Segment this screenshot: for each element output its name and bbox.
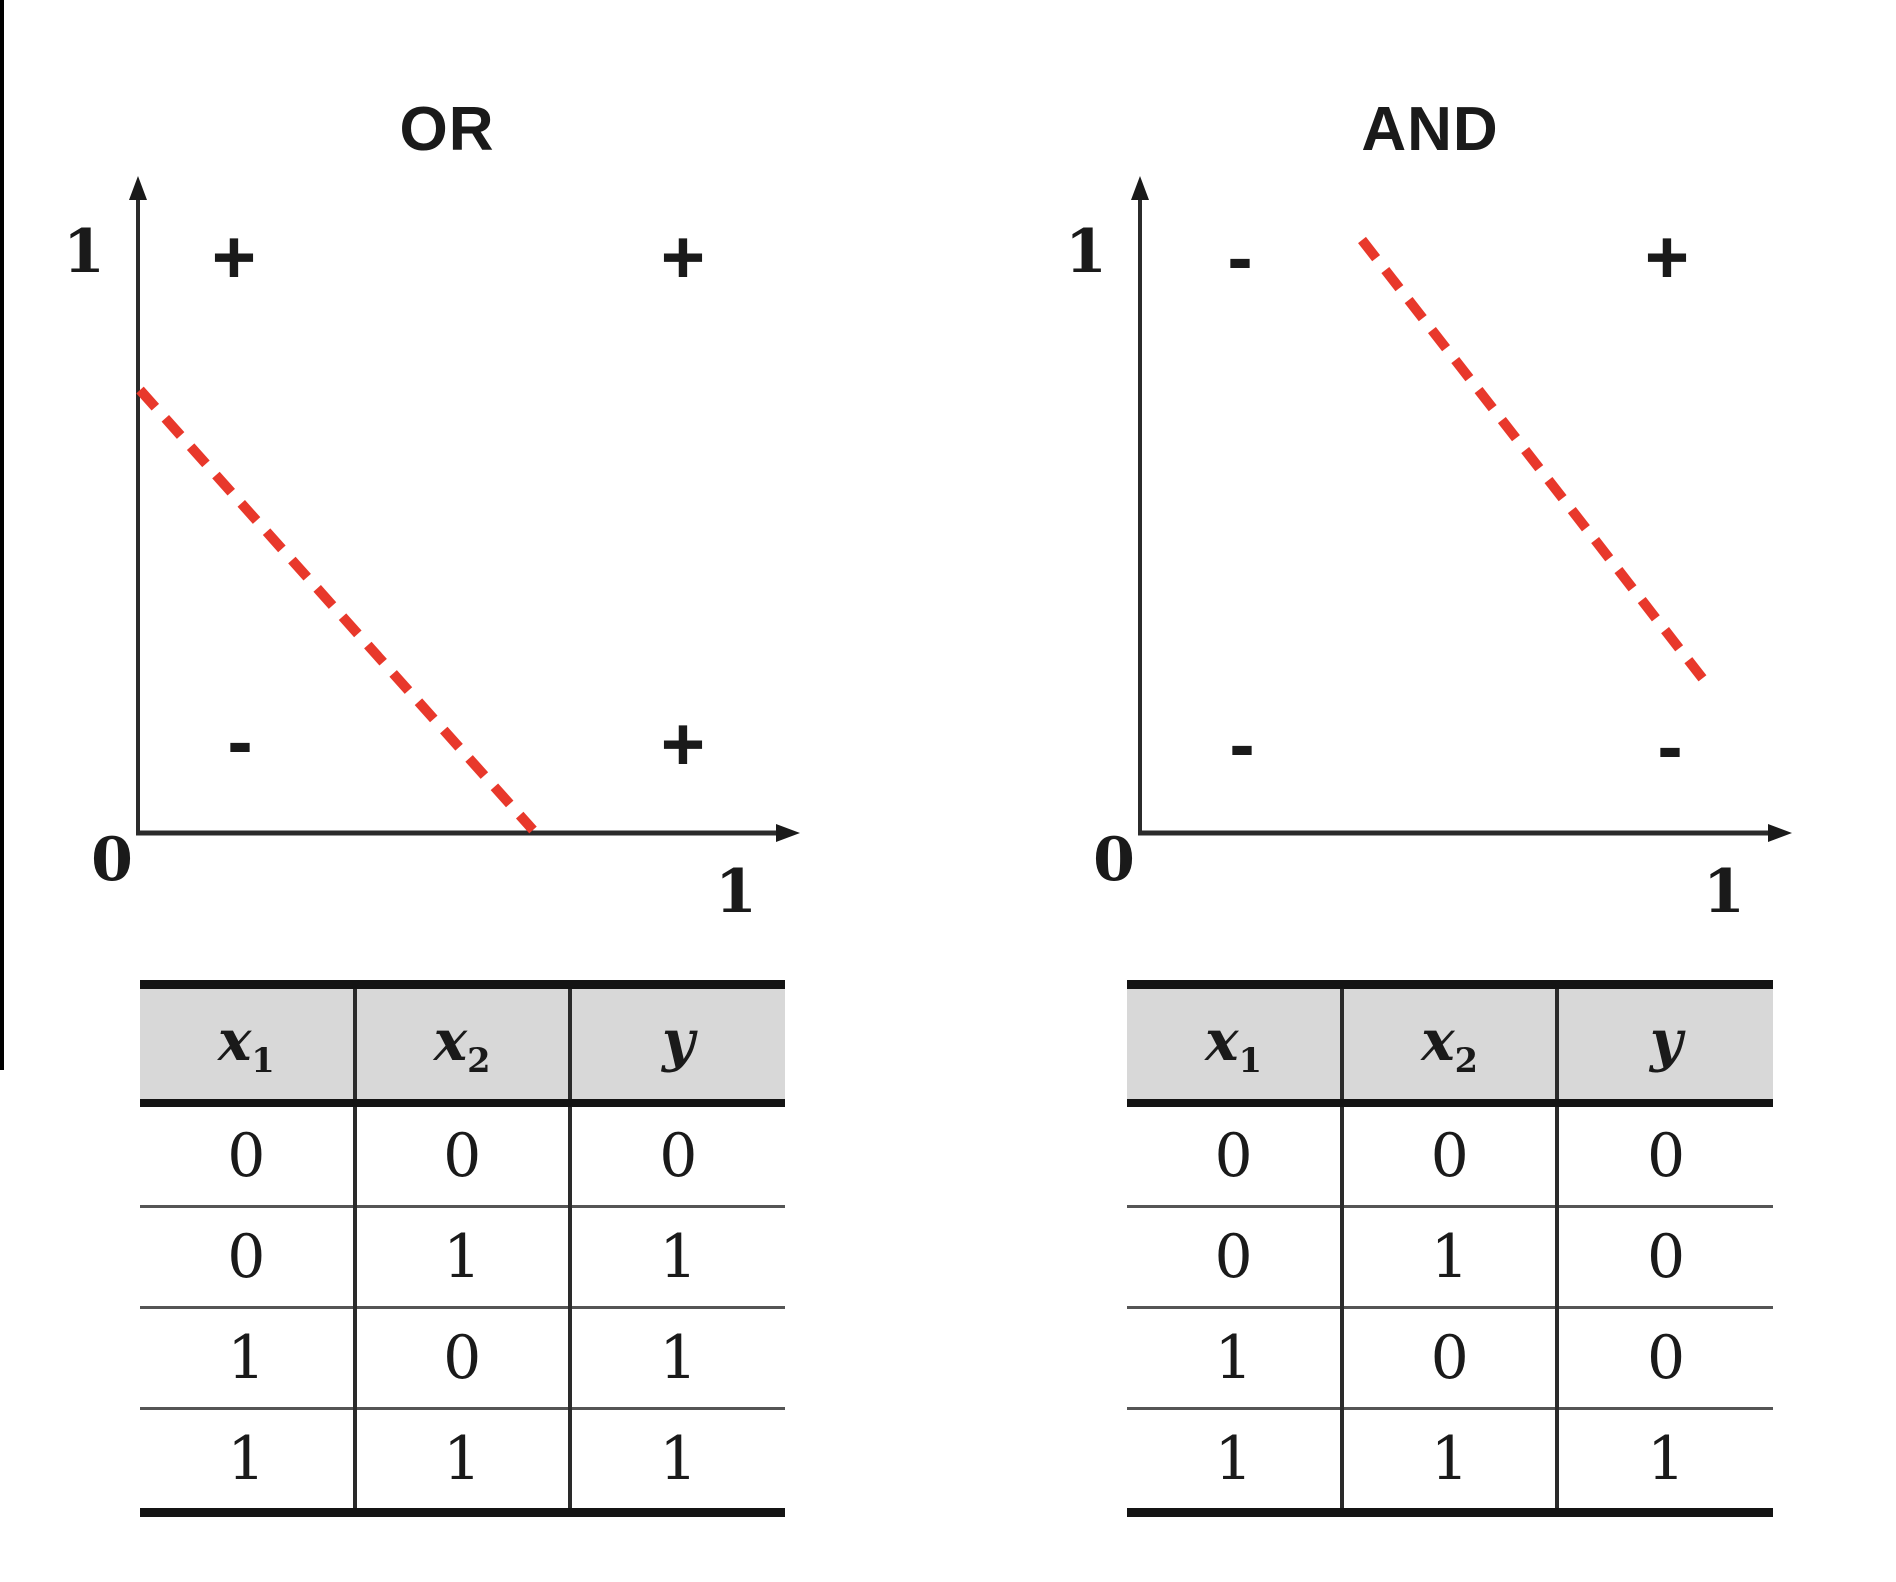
table-cell: 1: [140, 1306, 355, 1409]
header-var: y: [662, 1007, 695, 1074]
table-cell: 0: [1214, 1121, 1253, 1191]
table-row: 1 0 0: [1127, 1306, 1773, 1409]
or-col-header-x2: x2: [352, 984, 570, 1107]
header-var: y: [1649, 1007, 1683, 1074]
or-col-header-y: y: [567, 984, 785, 1107]
or-y-max-label: 1: [63, 217, 105, 287]
and-plot-axes: [1131, 176, 1792, 842]
or-truth-table: x1 x2 y 0 0 0 0 1 1 1 0 1 1 1: [140, 980, 785, 1517]
table-row: 0 1 1: [140, 1205, 785, 1308]
and-sign-bottom-right: -: [1657, 704, 1683, 789]
and-x-max-label: 1: [1703, 857, 1745, 927]
or-x-max-label: 1: [715, 857, 757, 927]
table-row: 1 1 1: [1127, 1407, 1773, 1513]
and-origin-label: 0: [1093, 825, 1135, 895]
table-row: 0 0 0: [1127, 1103, 1773, 1207]
table-cell: 0: [567, 1103, 785, 1207]
header-var: x: [1421, 1007, 1455, 1074]
or-sign-top-left: +: [211, 215, 257, 300]
or-sign-top-right: +: [660, 215, 706, 300]
table-cell: 0: [1555, 1205, 1773, 1308]
header-var: x: [1205, 1007, 1239, 1074]
or-panel-title: OR: [399, 95, 495, 164]
table-cell: 1: [352, 1407, 570, 1513]
or-x-axis-arrow-icon: [776, 824, 800, 842]
and-col-header-x2: x2: [1340, 984, 1558, 1107]
header-sub: 1: [251, 1040, 275, 1081]
or-table-header-row: x1 x2 y: [140, 984, 785, 1107]
table-cell: 1: [352, 1205, 570, 1308]
table-cell: 1: [1127, 1407, 1343, 1513]
table-cell: 1: [1555, 1407, 1773, 1513]
header-var: x: [433, 1007, 468, 1074]
table-cell: 1: [567, 1205, 785, 1308]
header-var: x: [218, 1007, 252, 1074]
table-cell: 0: [1555, 1306, 1773, 1409]
and-table-header-row: x1 x2 y: [1127, 984, 1773, 1107]
or-sign-bottom-left: -: [227, 699, 253, 784]
table-cell: 0: [140, 1205, 355, 1308]
table-cell: 1: [567, 1306, 785, 1409]
and-sign-bottom-left: -: [1229, 702, 1255, 787]
or-decision-boundary-line: [136, 386, 537, 834]
and-col-header-x1: x1: [1127, 984, 1343, 1107]
or-origin-label: 0: [91, 825, 133, 895]
and-y-axis-arrow-icon: [1131, 176, 1149, 200]
frame-edge-artifact: [0, 0, 4, 1070]
table-row: 0 0 0: [140, 1103, 785, 1207]
table-cell: 0: [227, 1121, 266, 1191]
and-panel-title: AND: [1361, 95, 1499, 164]
or-plot-axes: [129, 176, 800, 842]
table-cell: 1: [567, 1407, 785, 1513]
or-sign-bottom-right: +: [660, 702, 706, 787]
table-cell: 0: [1555, 1103, 1773, 1207]
table-cell: 0: [1127, 1205, 1343, 1308]
table-cell: 0: [352, 1306, 570, 1409]
table-cell: 1: [1340, 1205, 1558, 1308]
table-row: 1 1 1: [140, 1407, 785, 1513]
and-decision-boundary-line: [1358, 236, 1714, 692]
and-sign-top-right: +: [1644, 215, 1690, 300]
header-sub: 2: [467, 1040, 491, 1081]
table-cell: 0: [1340, 1103, 1558, 1207]
table-row: 1 0 1: [140, 1306, 785, 1409]
and-x-axis-arrow-icon: [1768, 824, 1792, 842]
and-col-header-y: y: [1555, 984, 1773, 1107]
or-y-axis-arrow-icon: [129, 176, 147, 200]
table-cell: 1: [140, 1407, 355, 1513]
and-truth-table: x1 x2 y 0 0 0 0 1 0 1 0 0 1 1: [1127, 980, 1773, 1517]
table-row: 0 1 0: [1127, 1205, 1773, 1308]
table-cell: 0: [352, 1103, 570, 1207]
or-col-header-x1: x1: [140, 984, 355, 1107]
table-cell: 1: [1340, 1407, 1558, 1513]
and-y-max-label: 1: [1065, 217, 1107, 287]
table-cell: 0: [1340, 1306, 1558, 1409]
and-sign-top-left: -: [1227, 215, 1253, 300]
header-sub: 2: [1454, 1040, 1479, 1081]
header-sub: 1: [1238, 1040, 1262, 1081]
table-cell: 1: [1127, 1306, 1343, 1409]
